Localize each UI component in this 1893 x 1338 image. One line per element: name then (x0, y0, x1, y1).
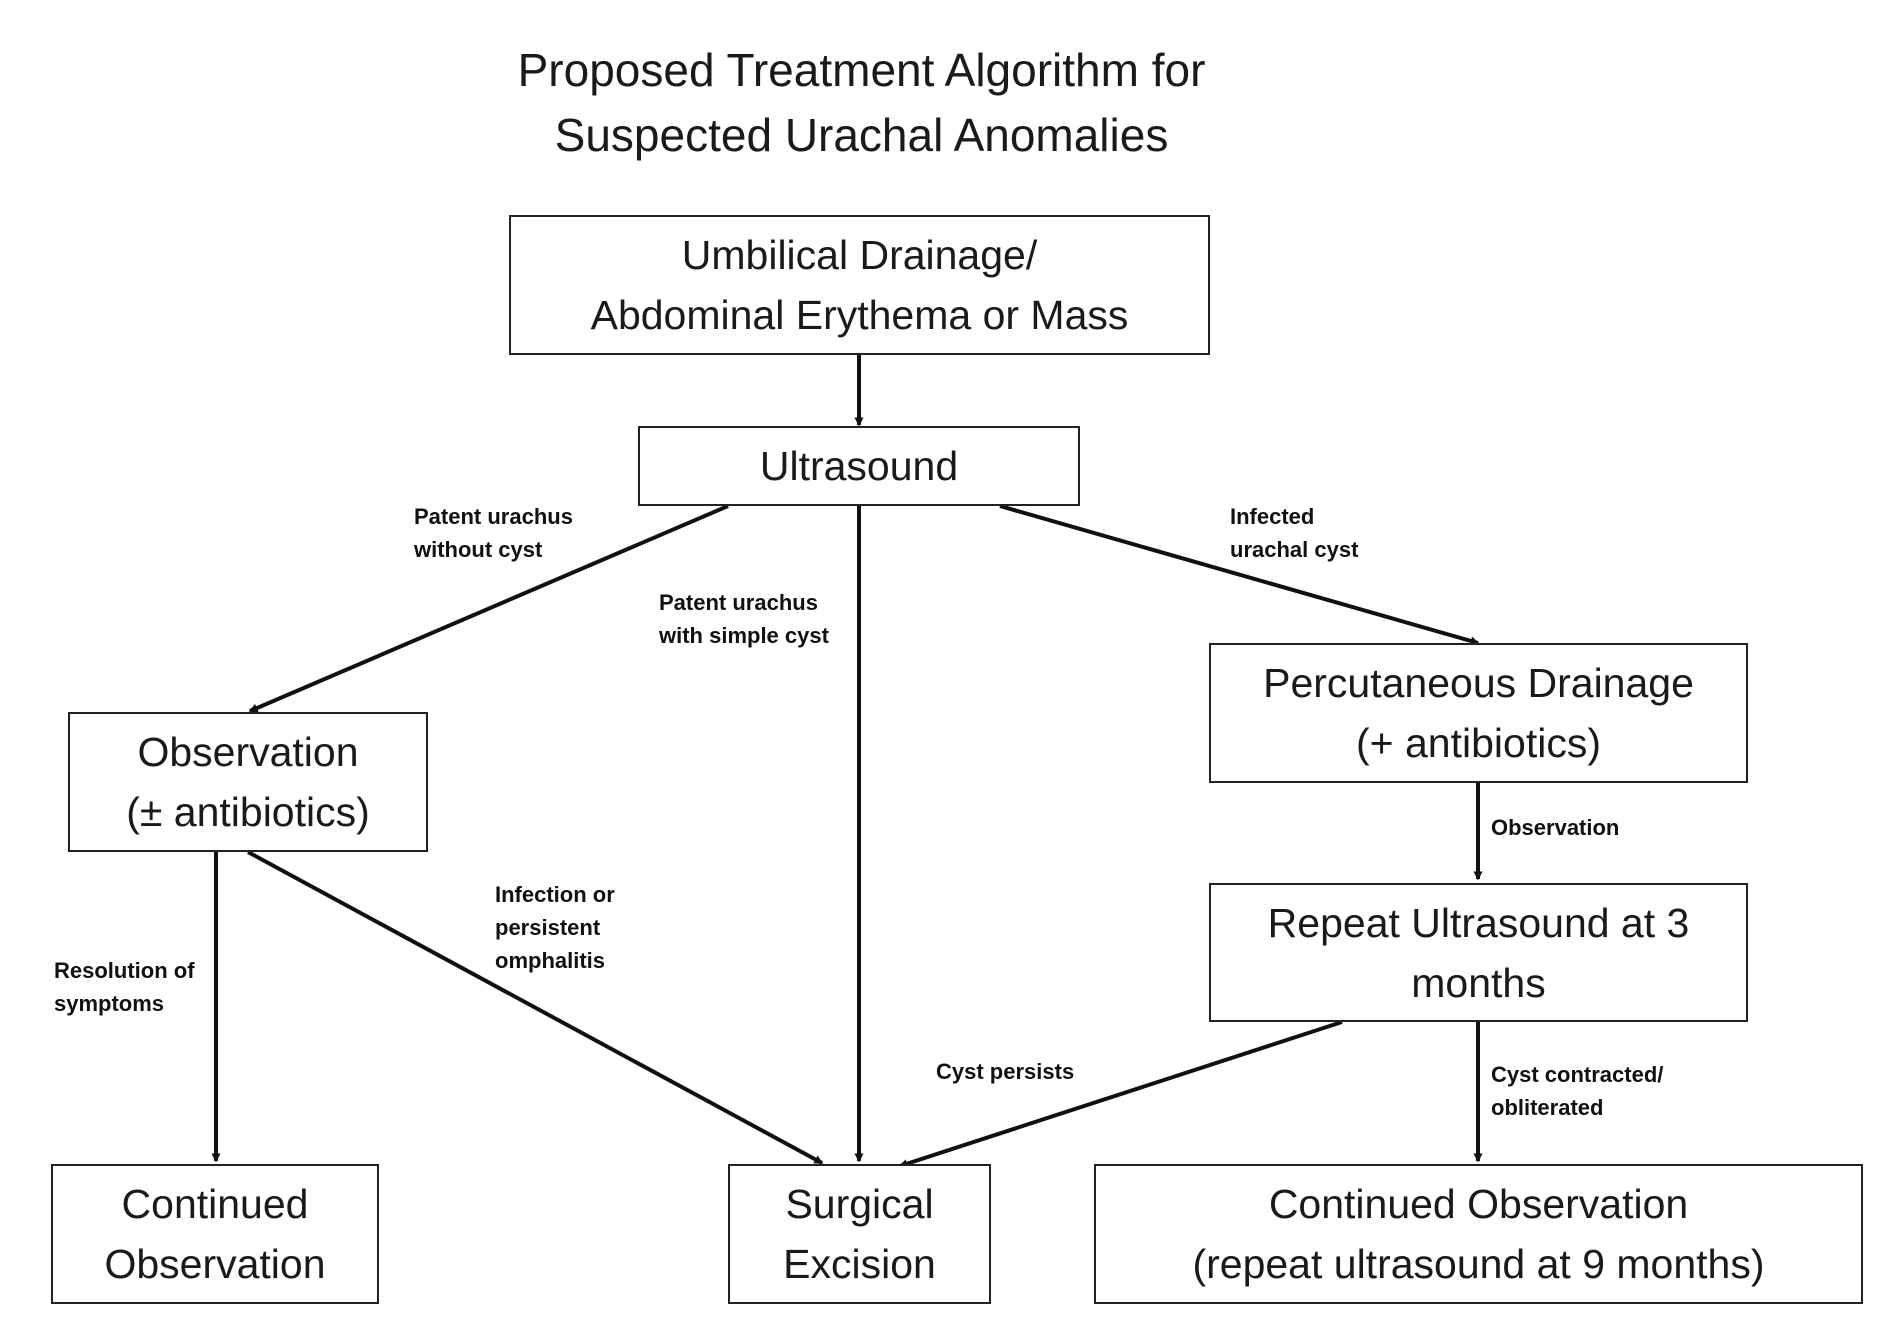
edge-label-infection-persistent-line-3: omphalitis (495, 948, 606, 973)
diagram-title-line-2: Suspected Urachal Anomalies (554, 109, 1169, 161)
node-surgical-excision-line-1: Surgical (785, 1181, 934, 1227)
node-percutaneous-drainage-line-1: Percutaneous Drainage (1263, 660, 1694, 706)
edge-label-cyst-persists-line-1: Cyst persists (936, 1059, 1075, 1084)
edge-label-patent-without-cyst-line-2: without cyst (414, 537, 543, 562)
node-continued-observation-line-2: Observation (104, 1241, 326, 1287)
arrow-observation-to-surgical-excision (247, 850, 824, 1165)
edge-label-cyst-contracted-line-2: obliterated (1491, 1095, 1604, 1120)
edge-label-patent-without-cyst-line-1: Patent urachus (414, 504, 573, 529)
node-continued-observation: Continued Observation (51, 1164, 379, 1304)
diagram-title-line-1: Proposed Treatment Algorithm for (517, 44, 1206, 96)
edge-label-infection-persistent: Infection or persistent omphalitis (495, 878, 615, 977)
node-continued-observation-repeat-line-1: Continued Observation (1268, 1181, 1689, 1227)
node-symptoms-line-1: Umbilical Drainage/ (681, 232, 1038, 278)
node-continued-observation-line-1: Continued (121, 1181, 309, 1227)
node-ultrasound-line-1: Ultrasound (759, 443, 959, 489)
edge-label-resolution-line-1: Resolution of (54, 958, 195, 983)
node-repeat-ultrasound-line-2: months (1411, 959, 1546, 1006)
node-repeat-ultrasound: Repeat Ultrasound at 3 months (1209, 883, 1748, 1022)
node-observation-line-1: Observation (137, 729, 359, 775)
edge-label-cyst-persists: Cyst persists (936, 1055, 1074, 1088)
edge-label-patent-simple-cyst-line-1: Patent urachus (659, 590, 818, 615)
node-repeat-ultrasound-line-1: Repeat Ultrasound at 3 (1267, 899, 1690, 946)
edge-label-infected-cyst-line-1: Infected (1230, 504, 1315, 529)
arrow-repeat-ultrasound-to-surgical-excision (898, 1020, 1343, 1168)
arrow-ultrasound-to-observation (248, 504, 729, 713)
node-symptoms-line-2: Abdominal Erythema or Mass (590, 292, 1129, 338)
edge-label-resolution-line-2: symptoms (54, 991, 165, 1016)
edge-label-patent-simple-cyst: Patent urachus with simple cyst (659, 586, 829, 652)
node-percutaneous-drainage-line-2: (+ antibiotics) (1356, 720, 1601, 766)
edge-label-observation-after-drainage-line-1: Observation (1491, 815, 1620, 840)
arrow-ultrasound-to-percutaneous-drainage (999, 504, 1480, 646)
node-surgical-excision-line-2: Excision (783, 1241, 936, 1287)
node-surgical-excision: Surgical Excision (728, 1164, 991, 1304)
node-symptoms: Umbilical Drainage/ Abdominal Erythema o… (509, 215, 1210, 355)
edge-label-cyst-contracted: Cyst contracted/ obliterated (1491, 1058, 1663, 1124)
node-continued-observation-repeat-line-2: (repeat ultrasound at 9 months) (1192, 1241, 1765, 1287)
edge-label-infected-cyst: Infected urachal cyst (1230, 500, 1358, 566)
node-percutaneous-drainage: Percutaneous Drainage (+ antibiotics) (1209, 643, 1748, 783)
edge-label-infection-persistent-line-2: persistent (495, 915, 601, 940)
edge-label-cyst-contracted-line-1: Cyst contracted/ (1491, 1062, 1664, 1087)
edge-label-observation-after-drainage: Observation (1491, 811, 1619, 844)
node-observation: Observation (± antibiotics) (68, 712, 428, 852)
edge-label-patent-simple-cyst-line-2: with simple cyst (659, 623, 829, 648)
node-ultrasound: Ultrasound (638, 426, 1080, 506)
edge-label-infection-persistent-line-1: Infection or (495, 882, 615, 907)
edge-label-resolution: Resolution of symptoms (54, 954, 195, 1020)
node-continued-observation-repeat: Continued Observation (repeat ultrasound… (1094, 1164, 1863, 1304)
edge-label-patent-without-cyst: Patent urachus without cyst (414, 500, 573, 566)
edge-label-infected-cyst-line-2: urachal cyst (1230, 537, 1359, 562)
node-observation-line-2: (± antibiotics) (126, 789, 370, 835)
